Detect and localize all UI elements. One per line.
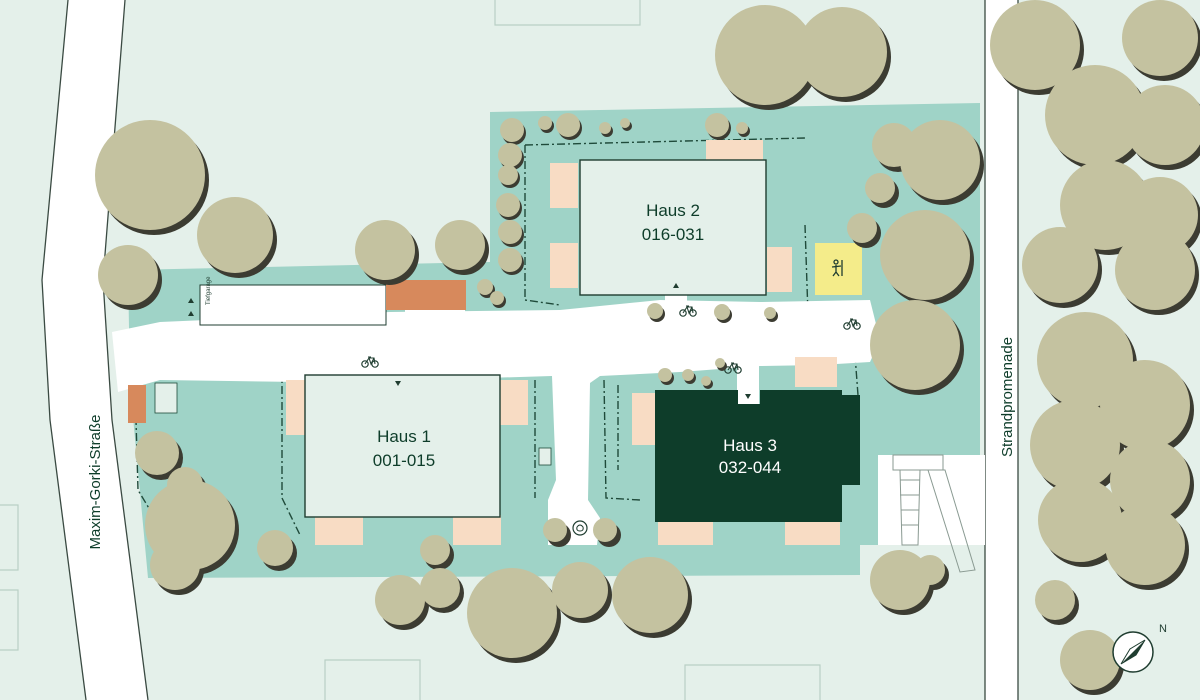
bike-shelter bbox=[128, 385, 146, 423]
underground-garage-ramp: Tiefgarage bbox=[188, 276, 466, 326]
building-units-haus-2: 016-031 bbox=[642, 225, 704, 244]
shrubs bbox=[477, 113, 778, 389]
street-maxim-gorki bbox=[41, 0, 149, 700]
east-stairs bbox=[892, 454, 976, 573]
compass-north-label: N bbox=[1159, 623, 1167, 635]
building-units-haus-3: 032-044 bbox=[719, 458, 781, 477]
street-strandpromenade bbox=[984, 0, 1019, 700]
playground-icon bbox=[831, 259, 843, 277]
street-label-strandpromenade: Strandpromenade bbox=[999, 337, 1016, 457]
street-label-maxim-gorki: Maxim-Gorki-Straße bbox=[87, 414, 104, 549]
building-haus-2[interactable]: Haus 2 016-031 bbox=[579, 159, 767, 296]
neighbor-buildings bbox=[0, 0, 821, 700]
terraces bbox=[286, 140, 840, 545]
playground-area bbox=[815, 243, 862, 295]
waste-icon bbox=[572, 520, 588, 536]
building-haus-1[interactable]: Haus 1 001-015 bbox=[304, 374, 501, 518]
building-name-haus-1: Haus 1 bbox=[377, 427, 431, 446]
small-shed bbox=[538, 447, 552, 466]
building-name-haus-2: Haus 2 bbox=[646, 201, 700, 220]
trees-canopy bbox=[95, 0, 1200, 690]
trees bbox=[95, 0, 1200, 695]
building-units-haus-1: 001-015 bbox=[373, 451, 435, 470]
compass-icon: N bbox=[1112, 623, 1167, 673]
building-haus-3[interactable]: Haus 3 032-044 bbox=[655, 390, 860, 522]
building-name-haus-3: Haus 3 bbox=[723, 436, 777, 455]
garage-label: Tiefgarage bbox=[206, 276, 212, 305]
shed bbox=[154, 382, 178, 414]
